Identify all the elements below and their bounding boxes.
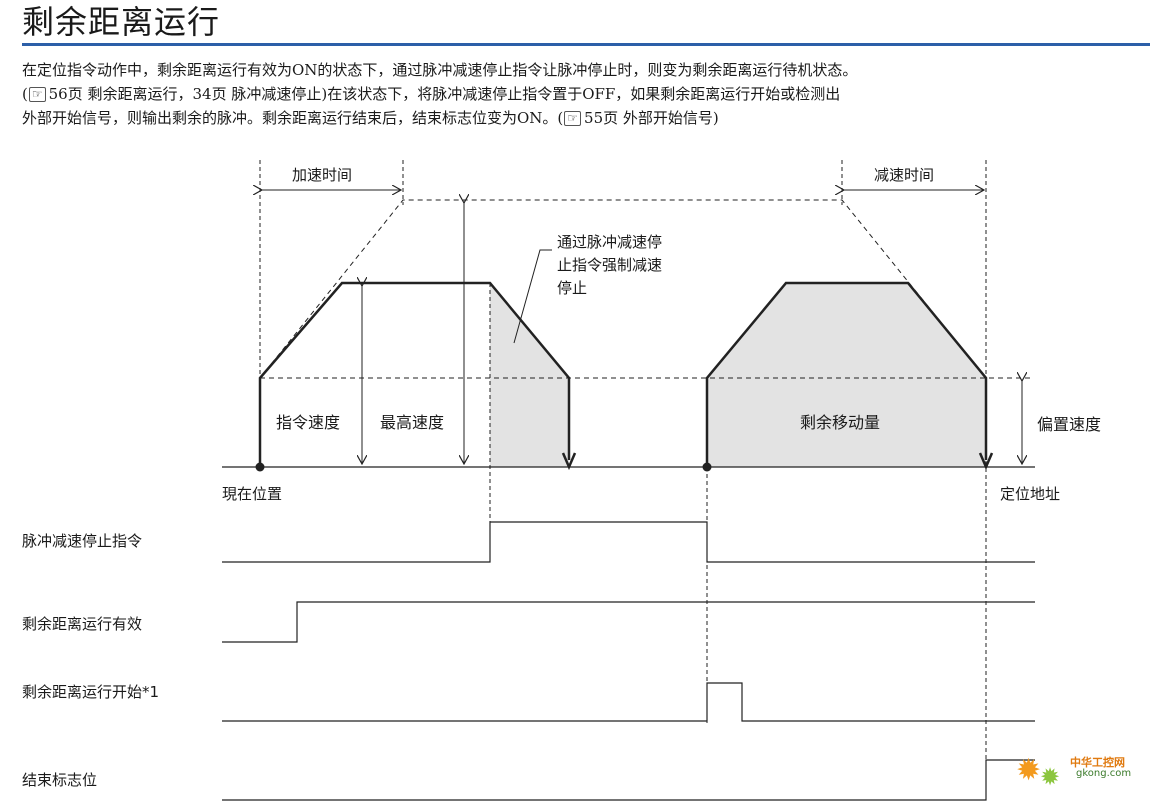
paragraph-line-3-ref: 55页 外部开始信号) <box>584 109 719 127</box>
paragraph-line-2: (☞56页 剩余距离运行，34页 脉冲减速停止)在该状态下，将脉冲减速停止指令置… <box>22 82 1148 106</box>
restart-point <box>702 462 712 472</box>
forced-decel-label-2: 止指令强制减速 <box>557 256 662 274</box>
title-underline <box>22 43 1150 46</box>
bias-speed-label: 偏置速度 <box>1037 415 1101 434</box>
accel-time-label: 加速时间 <box>292 166 352 184</box>
command-speed-label: 指令速度 <box>276 413 340 432</box>
paragraph-line-2-text: 56页 剩余距离运行，34页 脉冲减速停止)在该状态下，将脉冲减速停止指令置于O… <box>48 85 841 103</box>
forced-decel-label-1: 通过脉冲减速停 <box>557 233 662 251</box>
remaining-amount-label: 剩余移动量 <box>800 413 880 432</box>
theoretical-profile <box>259 199 1030 379</box>
target-address-label: 定位地址 <box>1000 485 1060 503</box>
paren-open: ( <box>22 85 28 103</box>
gear-icon: ✹ <box>1016 753 1042 788</box>
signal-label-remaining-start: 剩余距离运行开始*1 <box>22 683 159 701</box>
book-reference-icon: ☞ <box>28 87 46 102</box>
paragraph-line-3-text: 外部开始信号，则输出剩余的脉冲。剩余距离运行结束后，结束标志位变为ON。( <box>22 109 564 127</box>
current-position-label: 現在位置 <box>222 485 282 503</box>
description-paragraph: 在定位指令动作中，剩余距离运行有效为ON的状态下，通过脉冲减速停止指令让脉冲停止… <box>22 58 1148 130</box>
signal-label-pulse-decel-stop: 脉冲减速停止指令 <box>22 532 142 550</box>
max-speed-label: 最高速度 <box>380 413 444 432</box>
forced-decel-label-3: 停止 <box>557 279 587 297</box>
guide-lines <box>259 160 987 800</box>
waveform-end-flag <box>222 759 1035 801</box>
page-title: 剩余距离运行 <box>22 3 221 41</box>
book-reference-icon: ☞ <box>564 111 582 126</box>
paragraph-line-3: 外部开始信号，则输出剩余的脉冲。剩余距离运行结束后，结束标志位变为ON。(☞55… <box>22 106 1148 130</box>
waveform-remaining-start <box>222 682 1035 722</box>
remaining-move-area <box>707 283 986 467</box>
gear-icon: ✹ <box>1040 763 1061 791</box>
watermark-logo: ✹ ✹ 中华工控网 gkong.com <box>1012 748 1142 800</box>
decel-time-label: 减速时间 <box>874 166 934 184</box>
watermark-site: gkong.com <box>1076 768 1132 779</box>
signal-waveforms <box>222 521 1035 801</box>
callout-leader <box>513 249 552 344</box>
start-point <box>255 462 265 472</box>
signal-label-remaining-enable: 剩余距离运行有效 <box>22 615 142 633</box>
waveform-pulse-decel-stop <box>222 521 1035 563</box>
waveform-remaining-enable <box>222 601 1035 643</box>
signal-label-end-flag: 结束标志位 <box>22 771 97 789</box>
speed-profile <box>258 281 988 467</box>
forced-decel-area <box>490 283 569 467</box>
watermark-brand: 中华工控网 <box>1070 756 1125 769</box>
paragraph-line-1: 在定位指令动作中，剩余距离运行有效为ON的状态下，通过脉冲减速停止指令让脉冲停止… <box>22 61 858 79</box>
